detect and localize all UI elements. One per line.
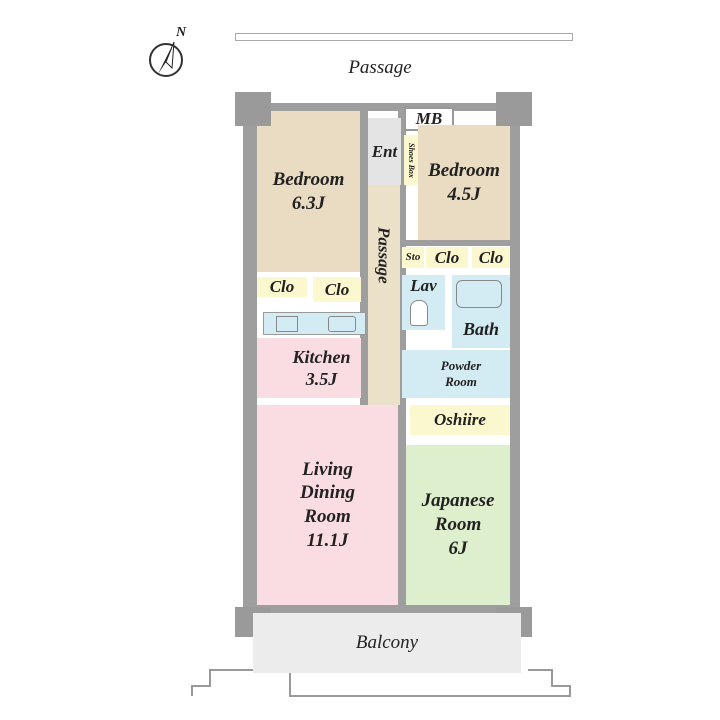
kitchen-counter bbox=[263, 312, 366, 335]
room-kitchen-3-5j: Kitchen 3.5J bbox=[257, 338, 361, 398]
wall-bedroom2-bottom bbox=[400, 240, 512, 246]
storage-sto: Sto bbox=[402, 247, 424, 268]
outside-passage-bar bbox=[235, 33, 573, 41]
room-japanese-6j: Japanese Room 6J bbox=[406, 445, 510, 605]
closet-4: Clo bbox=[472, 247, 510, 268]
bath-label: Bath bbox=[462, 319, 500, 340]
wall-right bbox=[510, 105, 520, 625]
stove-icon bbox=[276, 316, 298, 332]
bathtub-icon bbox=[456, 280, 502, 308]
room-bedroom-4-5j: Bedroom 4.5J bbox=[418, 125, 510, 240]
room-entrance: Ent bbox=[368, 118, 401, 185]
sink-icon bbox=[328, 316, 356, 332]
room-lavatory: Lav bbox=[402, 275, 445, 330]
shoes-box-label: Shoes Box bbox=[407, 142, 416, 178]
room-bath: Bath bbox=[452, 275, 510, 348]
balcony: Balcony bbox=[253, 613, 521, 673]
compass: N bbox=[148, 25, 193, 80]
closet-1: Clo bbox=[257, 277, 307, 297]
shoes-box: Shoes Box bbox=[404, 135, 418, 185]
closet-2: Clo bbox=[313, 277, 361, 302]
outside-passage-label: Passage bbox=[348, 57, 412, 79]
wall-center bbox=[360, 110, 368, 405]
wall-top bbox=[243, 103, 518, 111]
wall-bottom bbox=[243, 605, 518, 613]
wall-left bbox=[243, 105, 257, 625]
lav-label: Lav bbox=[410, 276, 437, 295]
toilet-icon bbox=[410, 300, 428, 326]
room-passage: Passage bbox=[368, 185, 400, 405]
closet-3: Clo bbox=[426, 247, 468, 268]
pillar bbox=[235, 92, 271, 126]
room-living-dining-11-1j: Living Dining Room 11.1J bbox=[257, 405, 398, 605]
passage-label: Passage bbox=[374, 226, 394, 284]
pillar bbox=[496, 92, 532, 126]
north-arrow-icon bbox=[149, 41, 183, 77]
compass-label: N bbox=[176, 25, 187, 40]
room-powder-room: Powder Room bbox=[402, 350, 510, 398]
room-bedroom-6-3j: Bedroom 6.3J bbox=[257, 111, 360, 272]
oshiire-closet: Oshiire bbox=[410, 405, 510, 435]
